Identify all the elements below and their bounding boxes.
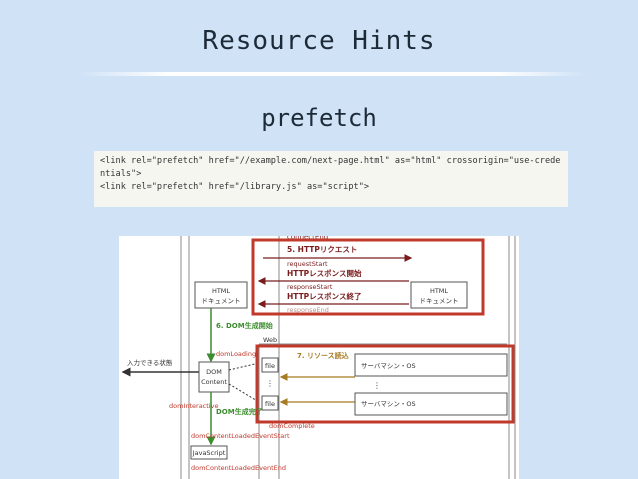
http-highlight-box (251, 238, 485, 316)
code-line-1: <link rel="prefetch" href="//example.com… (100, 156, 561, 166)
dcl-start-label: domContentLoadedEventStart (191, 432, 290, 440)
dcl-end-label: domContentLoadedEventEnd (191, 464, 286, 472)
dom-done-label: DOM生成完了 (216, 407, 263, 416)
code-line-2: ntials"> (100, 169, 142, 179)
response-start-label: responseStart (287, 283, 333, 291)
html-document-right-line2: ドキュメント (420, 297, 459, 305)
server-label-2: サーバマシン・OS (361, 400, 416, 408)
server-ellipsis: ⋮ (373, 381, 381, 390)
web-label: Web (263, 336, 277, 344)
step7-label: 7. リソース読込 (297, 351, 349, 360)
dom-line1: DOM (206, 368, 222, 376)
dom-interactive-label: domInteractive (169, 402, 218, 410)
javascript-label: JavaScript (192, 449, 226, 457)
dom-complete-label: domComplete (269, 422, 315, 430)
step6-label: 6. DOM生成開始 (216, 321, 273, 330)
slide-subtitle: prefetch (261, 104, 377, 132)
step5-label: 5. HTTPリクエスト (287, 244, 357, 254)
server-box-2 (354, 392, 508, 416)
code-block: <link rel="prefetch" href="//example.com… (94, 151, 568, 207)
response-start-heading: HTTPレスポンス開始 (287, 268, 362, 278)
code-line-3: <link rel="prefetch" href="/library.js" … (100, 182, 370, 192)
timing-diagram: connectEnd 5. HTTPリクエスト requestStart HTT… (119, 236, 519, 479)
diagram-frame (180, 236, 516, 479)
html-document-box-left (194, 281, 248, 309)
file-label-1: file (265, 362, 275, 370)
javascript-box (190, 445, 228, 460)
html-document-box-right (410, 281, 468, 309)
slide-title: Resource Hints (202, 26, 436, 56)
response-end-label: responseEnd (287, 306, 329, 314)
server-label-1: サーバマシン・OS (361, 362, 416, 370)
dom-content-box (198, 361, 230, 393)
dom-loading-label: domLoading (216, 350, 256, 358)
title-divider (78, 72, 588, 76)
file-box-2 (261, 395, 279, 411)
response-end-heading: HTTPレスポンス終了 (287, 291, 362, 301)
dom-line2: Content (201, 378, 227, 386)
html-document-left-line1: HTML (212, 287, 230, 295)
file-label-2: file (265, 400, 275, 408)
resource-highlight-box (255, 344, 515, 424)
request-start-label: requestStart (287, 260, 328, 268)
html-document-right-line1: HTML (430, 287, 448, 295)
dom-file2-link (228, 383, 260, 403)
file-ellipsis: ⋮ (266, 379, 274, 388)
file-box-1 (261, 357, 279, 373)
server-box-1 (354, 353, 508, 377)
dom-file1-link (228, 362, 260, 371)
input-ready-label: 入力できる状態 (127, 358, 173, 367)
html-document-left-line2: ドキュメント (202, 297, 241, 305)
